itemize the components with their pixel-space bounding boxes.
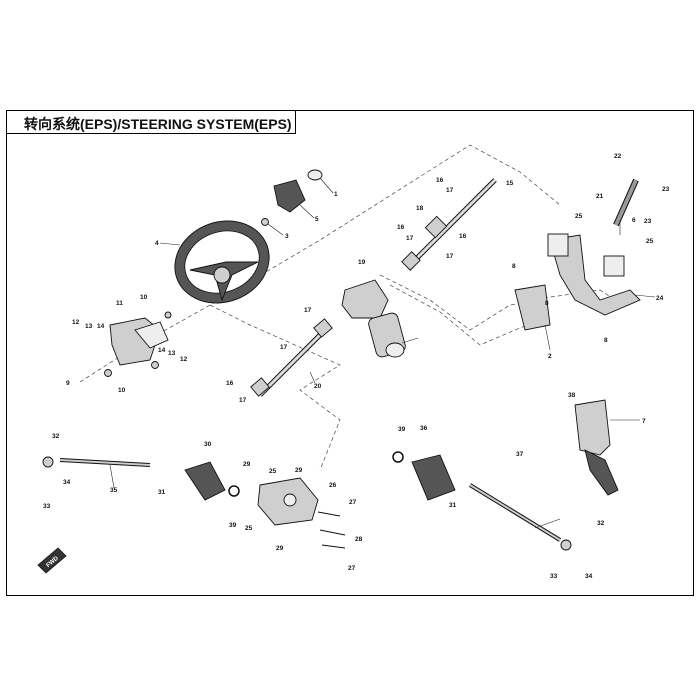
callout-16d: 16 <box>226 380 234 387</box>
callout-11: 11 <box>116 300 123 307</box>
nut-part <box>261 218 269 226</box>
pedal-assembly <box>574 399 619 496</box>
callout-19: 19 <box>358 259 366 266</box>
callout-31a: 31 <box>158 489 166 496</box>
callout-14a: 14 <box>97 323 105 330</box>
intermediate-shaft <box>250 318 333 397</box>
callout-16b: 16 <box>397 224 405 231</box>
callout-12a: 12 <box>72 319 80 326</box>
callout-17a: 17 <box>446 187 454 194</box>
upper-column-shaft <box>401 178 497 271</box>
tilt-gas-strut <box>613 178 639 227</box>
o-ring-part <box>392 451 404 463</box>
callout-17d: 17 <box>304 307 312 314</box>
callout-27a: 27 <box>349 499 357 506</box>
steering-gearbox <box>257 477 319 526</box>
callout-13a: 13 <box>85 323 93 330</box>
callout-4: 4 <box>155 240 159 247</box>
left-boot <box>184 461 226 501</box>
callout-17f: 17 <box>239 397 247 404</box>
callout-29c: 29 <box>276 545 284 552</box>
callout-36: 36 <box>420 425 428 432</box>
fwd-marker: FWD <box>37 547 67 574</box>
callout-24: 24 <box>656 295 664 302</box>
title-box <box>6 110 296 134</box>
callout-25a: 25 <box>575 213 583 220</box>
callout-17c: 17 <box>446 253 454 260</box>
callout-14b: 14 <box>158 347 166 354</box>
callout-25d: 25 <box>245 525 253 532</box>
callout-34b: 34 <box>585 573 593 580</box>
callout-13b: 13 <box>168 350 176 357</box>
callout-33a: 33 <box>43 503 51 510</box>
callout-6: 6 <box>632 217 636 224</box>
callout-34a: 34 <box>63 479 71 486</box>
callout-39a: 39 <box>229 522 237 529</box>
page-title: 转向系统(EPS)/STEERING SYSTEM(EPS) <box>24 116 292 132</box>
callout-28: 28 <box>355 536 363 543</box>
callout-17e: 17 <box>280 344 288 351</box>
callout-8c: 8 <box>604 337 608 344</box>
callout-1: 1 <box>334 191 338 198</box>
callout-9: 9 <box>66 380 70 387</box>
callout-23b: 23 <box>644 218 652 225</box>
diagram-frame <box>6 110 694 596</box>
callout-35: 35 <box>110 487 118 494</box>
callout-8b: 8 <box>545 300 549 307</box>
right-tie-rod <box>468 483 572 551</box>
callout-10a: 10 <box>140 294 148 301</box>
leader-lines <box>109 177 656 529</box>
callout-32a: 32 <box>52 433 60 440</box>
callouts: 1 2 3 4 5 6 7 8 8 8 9 10 10 11 12 12 13 … <box>43 153 670 580</box>
tilt-bracket <box>104 311 172 377</box>
right-boot <box>411 454 456 501</box>
callout-26: 26 <box>329 482 337 489</box>
callout-7: 7 <box>642 418 646 425</box>
callout-3: 3 <box>285 233 289 240</box>
callout-27b: 27 <box>348 565 356 572</box>
callout-20: 20 <box>314 383 322 390</box>
mounting-bracket <box>514 233 641 331</box>
callout-23a: 23 <box>662 186 670 193</box>
callout-37: 37 <box>516 451 524 458</box>
callout-39b: 39 <box>398 426 406 433</box>
callout-22: 22 <box>614 153 622 160</box>
bolt-part <box>321 544 346 549</box>
callout-21: 21 <box>596 193 604 200</box>
callout-2: 2 <box>548 353 552 360</box>
callout-25b: 25 <box>646 238 654 245</box>
callout-16c: 16 <box>459 233 467 240</box>
callout-5: 5 <box>315 216 319 223</box>
callout-12b: 12 <box>180 356 188 363</box>
callout-25c: 25 <box>269 468 277 475</box>
eps-motor-unit <box>341 279 406 358</box>
callout-18: 18 <box>416 205 424 212</box>
steering-cap <box>273 179 306 213</box>
emblem-part <box>307 169 323 181</box>
callout-8a: 8 <box>512 263 516 270</box>
left-tie-rod <box>42 456 151 468</box>
callout-29a: 29 <box>243 461 251 468</box>
callout-38: 38 <box>568 392 576 399</box>
callout-29b: 29 <box>295 467 303 474</box>
callout-31b: 31 <box>449 502 457 509</box>
bolt-part <box>317 511 341 517</box>
o-ring-part <box>228 485 240 497</box>
callout-32b: 32 <box>597 520 605 527</box>
callout-33b: 33 <box>550 573 558 580</box>
callout-16a: 16 <box>436 177 444 184</box>
callout-17b: 17 <box>406 235 414 242</box>
callout-10b: 10 <box>118 387 126 394</box>
callout-15: 15 <box>506 180 514 187</box>
bolt-part <box>319 529 346 536</box>
callout-30: 30 <box>204 441 212 448</box>
steering-wheel <box>174 220 270 304</box>
